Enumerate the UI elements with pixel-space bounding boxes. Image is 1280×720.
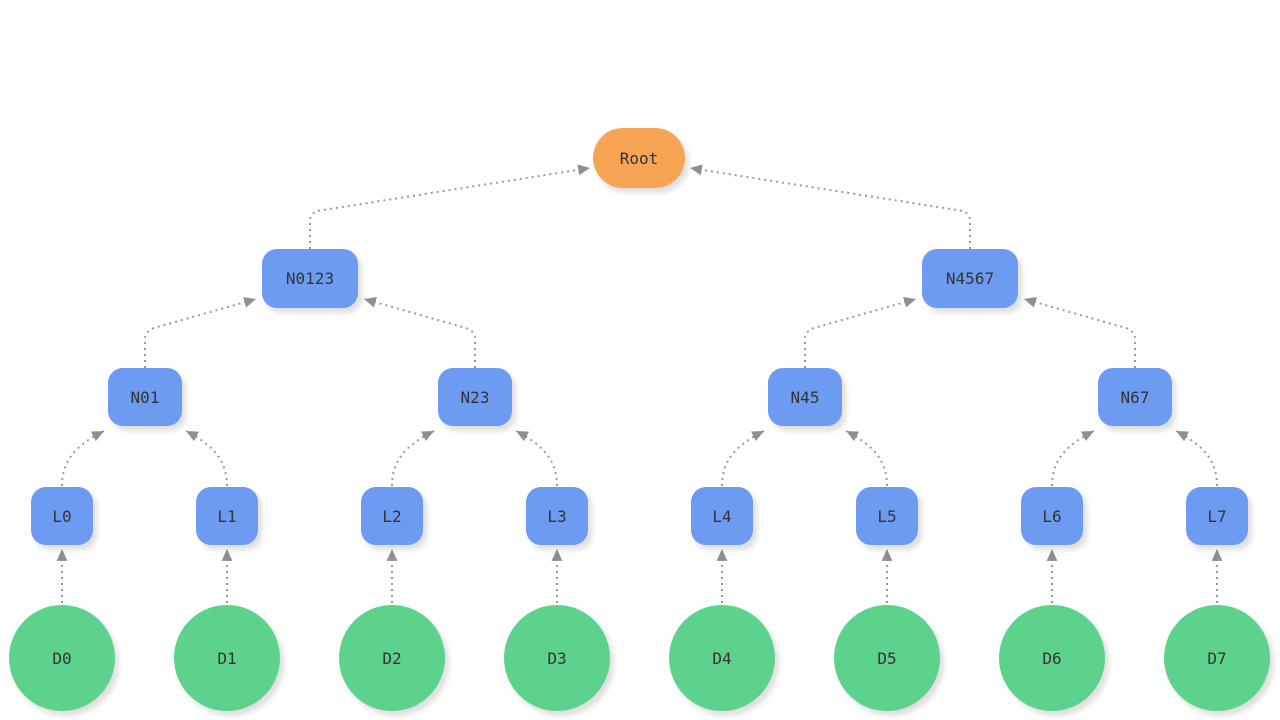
edge-l0-n01 (61, 430, 105, 487)
edge-n67-n4567 (1023, 297, 1136, 368)
edge-l7-n67 (1175, 430, 1218, 487)
node-d7: D7 (1164, 605, 1270, 711)
node-d5: D5 (834, 605, 940, 711)
node-d0: D0 (9, 605, 115, 711)
node-l3: L3 (526, 487, 588, 545)
edge-n45-n4567 (804, 297, 917, 368)
edge-l2-n23 (391, 430, 435, 487)
node-l4: L4 (691, 487, 753, 545)
node-n23: N23 (438, 368, 512, 426)
edge-l3-n23 (515, 430, 558, 487)
node-l7: L7 (1186, 487, 1248, 545)
node-n67: N67 (1098, 368, 1172, 426)
node-d4: D4 (669, 605, 775, 711)
node-l6: L6 (1021, 487, 1083, 545)
node-root: Root (593, 128, 685, 188)
node-l2: L2 (361, 487, 423, 545)
edge-n01-n0123 (144, 297, 257, 368)
edge-n0123-root (309, 164, 591, 249)
node-n4567: N4567 (922, 249, 1018, 308)
edge-l5-n45 (845, 430, 888, 487)
edge-l6-n67 (1051, 430, 1095, 487)
edge-n4567-root (689, 164, 971, 249)
node-d3: D3 (504, 605, 610, 711)
node-d6: D6 (999, 605, 1105, 711)
edge-l4-n45 (721, 430, 765, 487)
node-n45: N45 (768, 368, 842, 426)
node-l1: L1 (196, 487, 258, 545)
node-l0: L0 (31, 487, 93, 545)
node-d2: D2 (339, 605, 445, 711)
node-l5: L5 (856, 487, 918, 545)
node-n01: N01 (108, 368, 182, 426)
node-d1: D1 (174, 605, 280, 711)
node-n0123: N0123 (262, 249, 358, 308)
edge-n23-n0123 (363, 297, 476, 368)
edge-l1-n01 (185, 430, 228, 487)
